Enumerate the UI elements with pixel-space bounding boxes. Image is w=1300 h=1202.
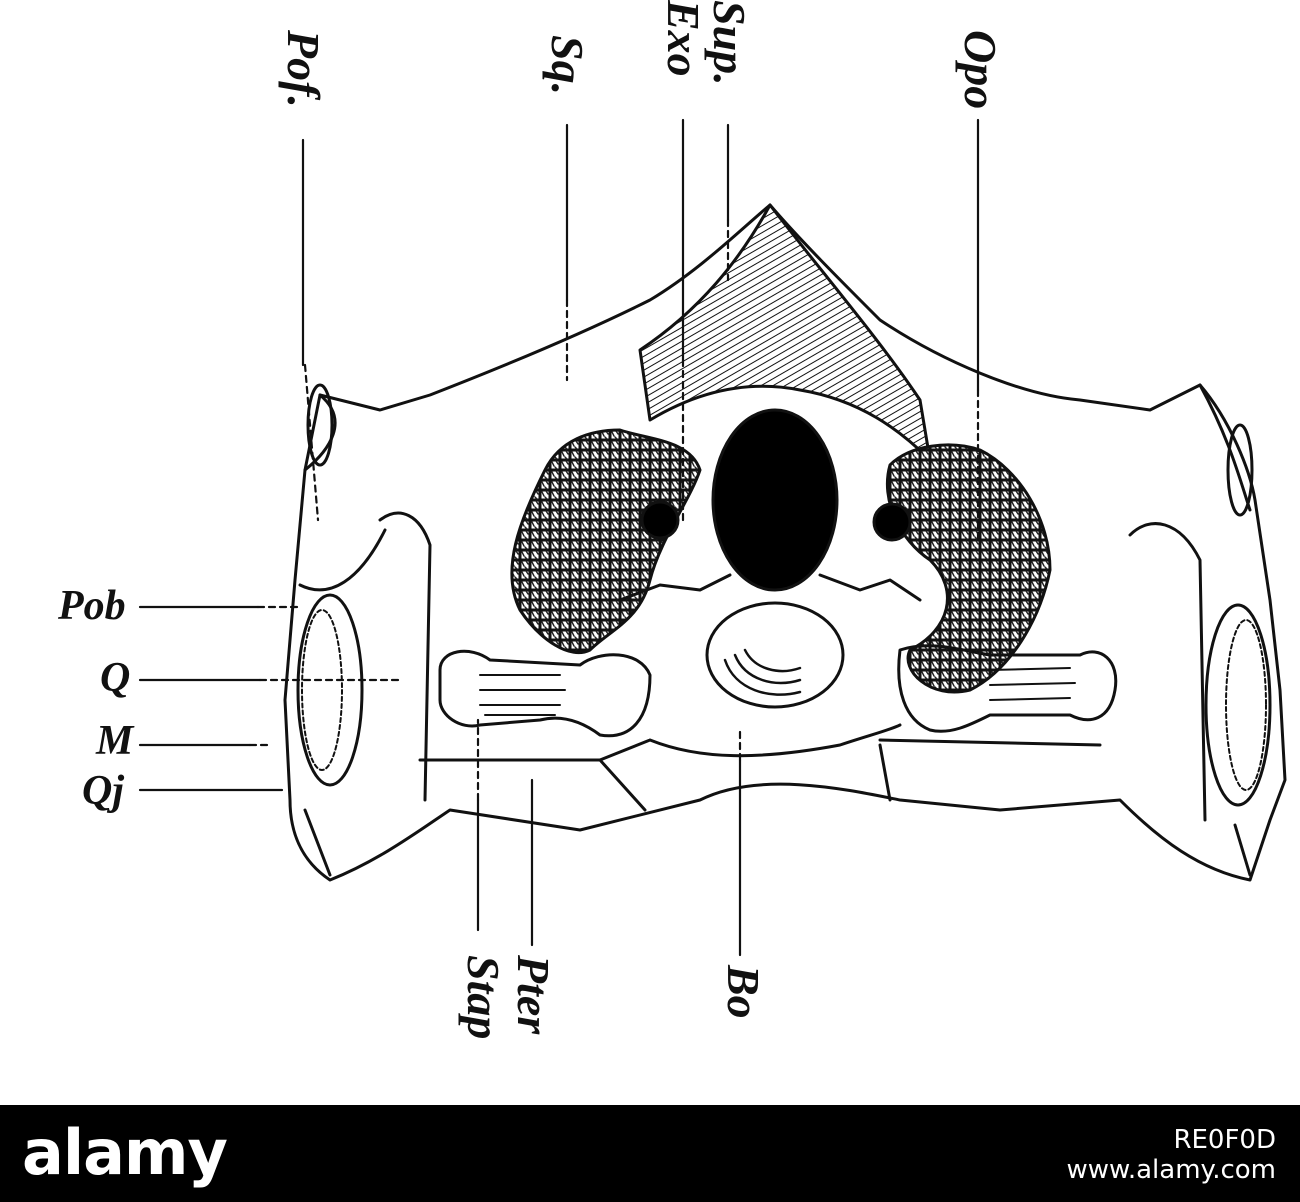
image-id-code: RE0F0D	[1173, 1125, 1276, 1155]
watermark-footer	[0, 1105, 1300, 1202]
right-orbit	[1204, 603, 1272, 807]
left-exoccipital	[510, 428, 702, 655]
left-orbit	[296, 593, 364, 787]
label-q: Q	[100, 655, 131, 701]
label-sup: Sup.	[704, 0, 755, 86]
skull-outline	[283, 203, 1287, 882]
label-pter: Pter	[508, 955, 559, 1035]
image-id: RE0F0D www.alamy.com	[1066, 1125, 1276, 1186]
label-sq: Sq.	[542, 35, 593, 96]
label-opo: Opo	[955, 30, 1006, 110]
skull-diagram: Pof. Sq. Exo Sup. Opo Pob Q M Qj Stap Pt…	[58, 0, 1287, 1040]
left-foramen	[640, 500, 680, 540]
label-pob: Pob	[58, 583, 126, 629]
label-bo: Bo	[718, 965, 769, 1019]
label-m: M	[96, 718, 134, 764]
occipital-condyle	[705, 601, 845, 709]
supraoccipital	[638, 203, 932, 462]
right-foramen	[872, 502, 912, 542]
label-stap: Stap	[458, 955, 509, 1040]
label-pof: Pof.	[278, 30, 329, 108]
brand-logo: alamy	[22, 1116, 228, 1189]
leader-lines	[138, 118, 980, 957]
left-stapes	[438, 649, 652, 738]
basioccipital	[418, 573, 1102, 762]
right-stapes	[897, 644, 1118, 733]
label-exo: Exo	[658, 0, 709, 77]
image-url: www.alamy.com	[1066, 1154, 1276, 1185]
skull-drawing	[138, 118, 1287, 957]
right-flank	[1128, 383, 1252, 822]
label-qj: Qj	[82, 768, 124, 814]
foramen-magnum	[711, 408, 839, 592]
right-exoccipital	[885, 443, 1052, 694]
